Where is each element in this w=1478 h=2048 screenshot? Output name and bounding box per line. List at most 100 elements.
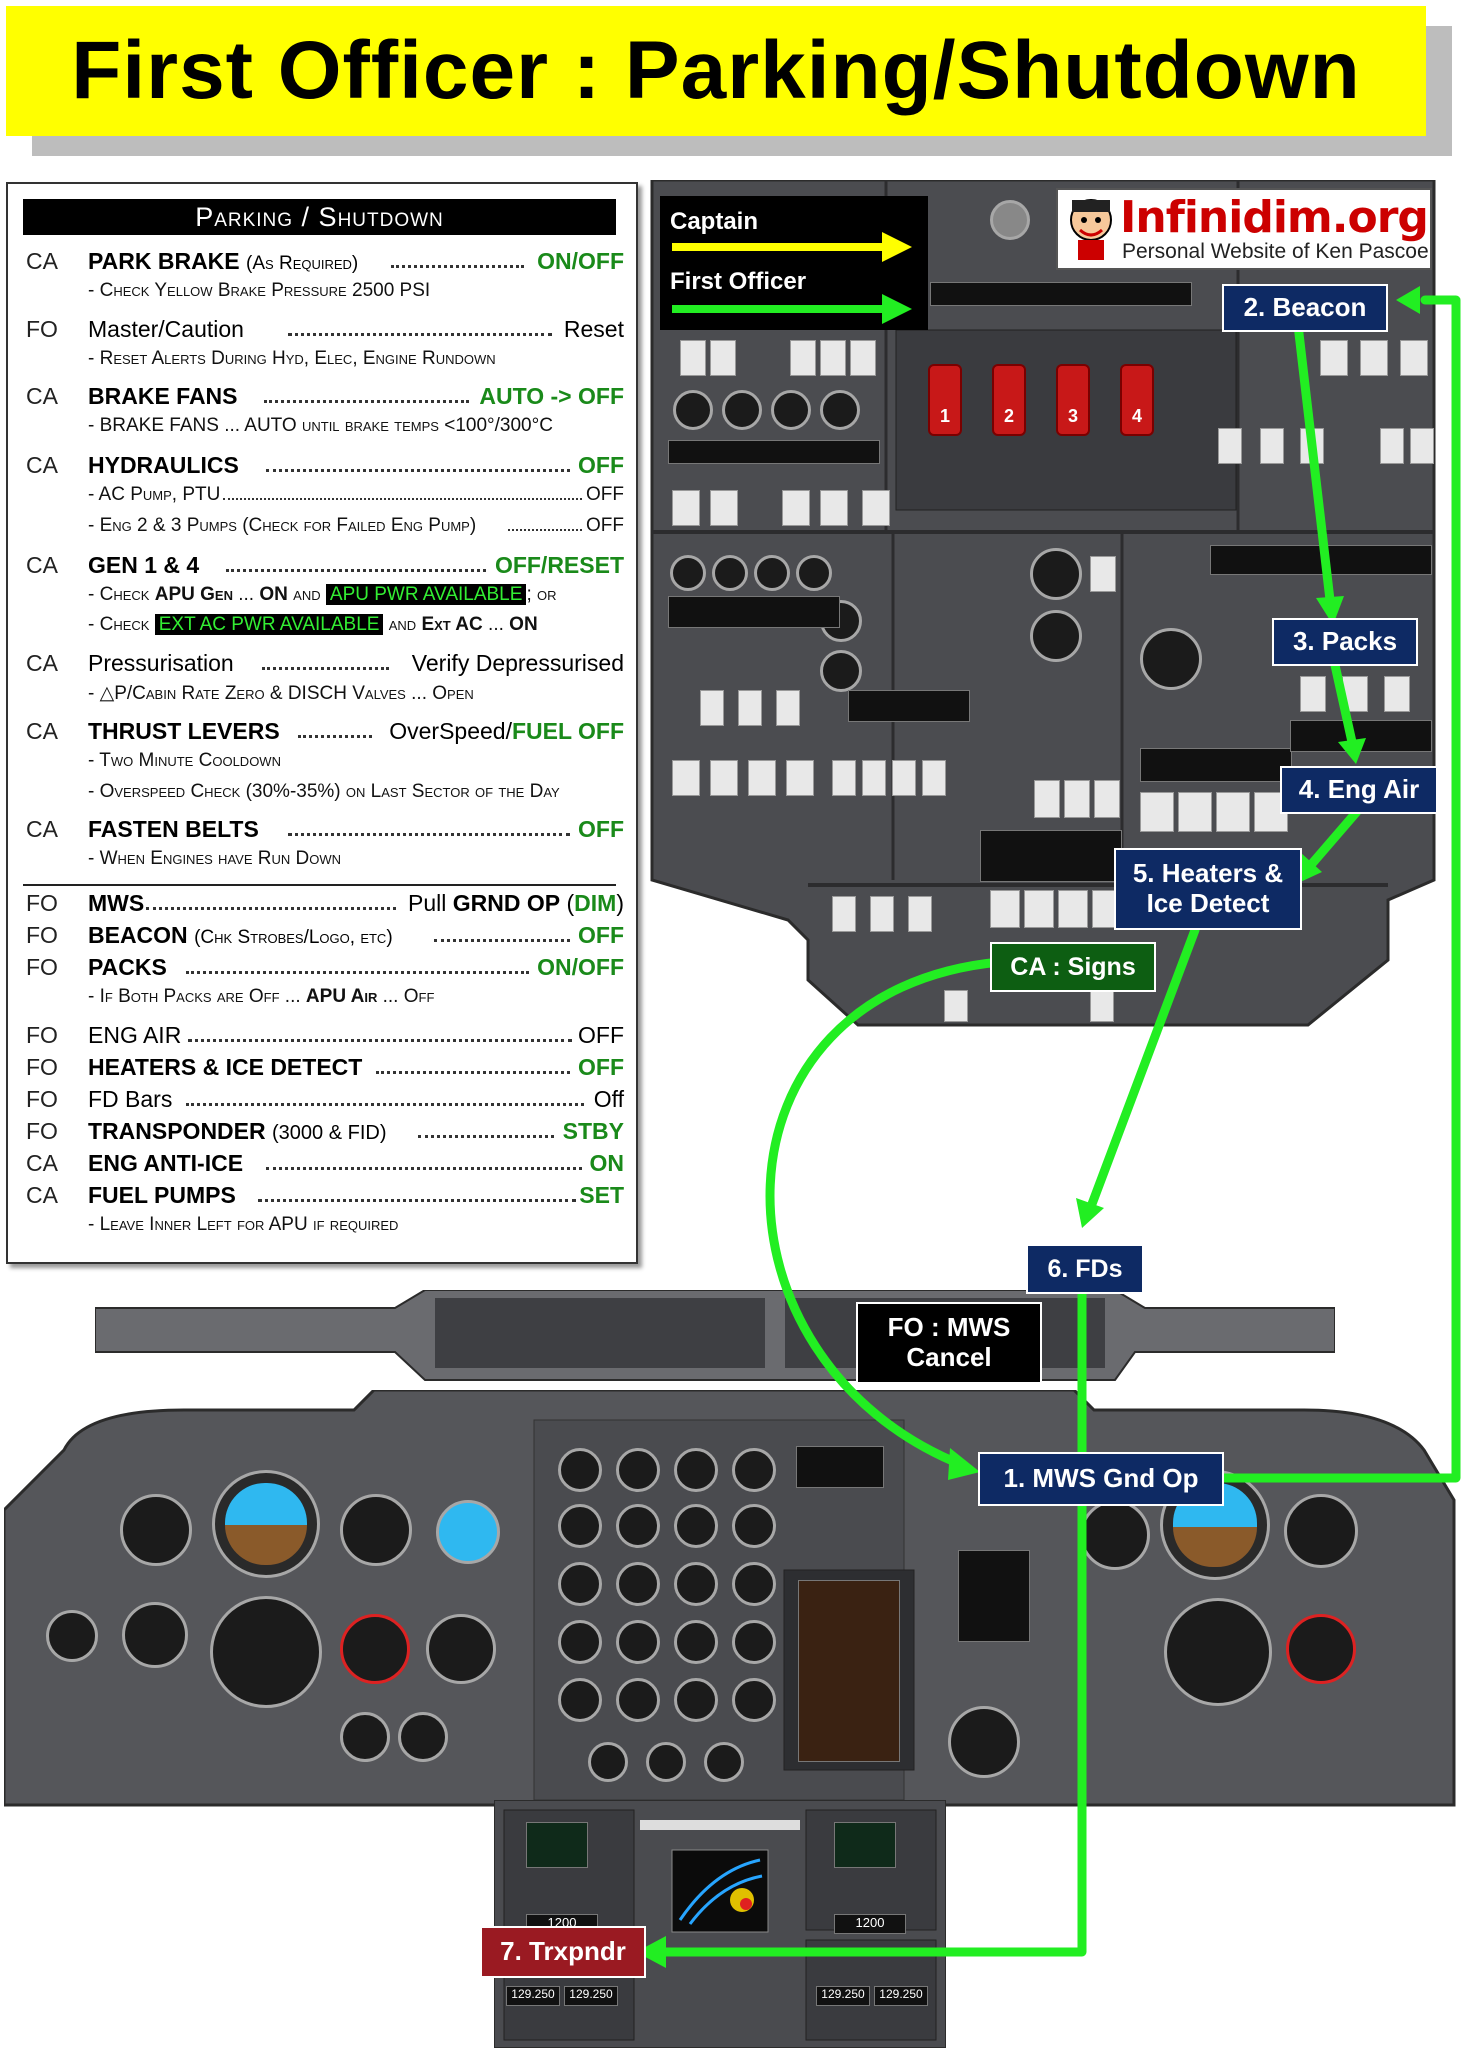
- hyd-pump-switch[interactable]: [710, 490, 738, 526]
- pack-valve-switch[interactable]: [1380, 428, 1404, 464]
- gen-switch[interactable]: [832, 760, 856, 796]
- gen-switch[interactable]: [922, 760, 946, 796]
- checklist-row: FO PACKS ON/OFF: [26, 954, 624, 984]
- hyd-annunciator: [668, 440, 880, 464]
- beacon-switch[interactable]: [1320, 340, 1348, 376]
- pack-valve-switch[interactable]: [1218, 428, 1242, 464]
- com-display: 129.250: [874, 1986, 928, 2006]
- item-label: ENG ANTI-ICE: [88, 1150, 244, 1176]
- item-value: STBY: [562, 1118, 624, 1144]
- heater-switch[interactable]: [1216, 792, 1250, 832]
- checklist-row: CA HYDRAULICS OFF: [26, 452, 624, 482]
- item-value: ON/OFF: [537, 248, 624, 274]
- item-label: PACKS: [88, 954, 167, 980]
- altimeter: [340, 1494, 412, 1566]
- callout-heaters: 5. Heaters &Ice Detect: [1114, 848, 1302, 930]
- item-value: Reset: [563, 316, 624, 342]
- logo-switch[interactable]: [1400, 340, 1428, 376]
- eng-start-switch[interactable]: [1064, 780, 1090, 818]
- callout-trxpndr: 7. Trxpndr: [480, 1926, 646, 1978]
- hyd-pressure-gauge: [704, 1742, 744, 1782]
- fire-handle-1[interactable]: 1: [928, 364, 962, 436]
- fuel-pump-switch[interactable]: [776, 690, 800, 726]
- eng-start-switch[interactable]: [1034, 780, 1060, 818]
- hyd-gauge: [673, 390, 713, 430]
- toggle-switch[interactable]: [680, 340, 706, 376]
- item-label: HEATERS & ICE DETECT: [88, 1054, 363, 1080]
- engine-gauge: [732, 1448, 776, 1492]
- fire-handle-3[interactable]: 3: [1056, 364, 1090, 436]
- captain-arrow-icon: [882, 232, 912, 262]
- item-value: OFF: [578, 922, 624, 948]
- pack-valve-switch[interactable]: [1260, 428, 1284, 464]
- gen-switch[interactable]: [892, 760, 916, 796]
- item-label: PARK BRAKE (As Required): [88, 248, 359, 274]
- hyd-gauge: [722, 390, 762, 430]
- role-label: FO: [26, 1118, 58, 1144]
- toggle-switch[interactable]: [790, 340, 816, 376]
- eng-start-switch[interactable]: [1094, 780, 1120, 818]
- eng-air-switch[interactable]: [1384, 676, 1410, 712]
- hyd-pump-switch[interactable]: [672, 490, 700, 526]
- engine-gauge: [558, 1562, 602, 1606]
- checklist-row: CA FUEL PUMPS SET: [26, 1182, 624, 1212]
- apu-rpm-gauge: [1030, 610, 1082, 662]
- engine-gauge: [674, 1678, 718, 1722]
- fo-altimeter: [1284, 1494, 1358, 1568]
- engine-gauge: [616, 1562, 660, 1606]
- airspeed-indicator: [120, 1494, 192, 1566]
- fuel-pump-switch[interactable]: [700, 690, 724, 726]
- callout-eng-air: 4. Eng Air: [1280, 766, 1438, 814]
- vsi: [340, 1614, 410, 1684]
- strobe-switch[interactable]: [1360, 340, 1388, 376]
- arrow-head-icon: [1316, 596, 1344, 625]
- heater-switch[interactable]: [1178, 792, 1212, 832]
- toggle-switch[interactable]: [850, 340, 876, 376]
- heater-switch[interactable]: [1140, 792, 1174, 832]
- hyd-pump-switch[interactable]: [862, 490, 890, 526]
- fuel-pump-switch[interactable]: [786, 760, 814, 796]
- fire-handle-4[interactable]: 4: [1120, 364, 1154, 436]
- fuel-pump-switch[interactable]: [710, 760, 738, 796]
- gen-switch[interactable]: [862, 760, 886, 796]
- hyd-pump-switch[interactable]: [820, 490, 848, 526]
- checklist-row: FO TRANSPONDER (3000 & FID) STBY: [26, 1118, 624, 1148]
- fire-handle-2[interactable]: 2: [992, 364, 1026, 436]
- arrow-head-icon: [1076, 1198, 1104, 1228]
- mach-indicator: [122, 1602, 188, 1668]
- engine-gauge: [558, 1678, 602, 1722]
- item-label: FUEL PUMPS: [88, 1182, 236, 1208]
- ice-protection-switch[interactable]: [1024, 890, 1054, 928]
- fuel-pump-switch[interactable]: [738, 690, 762, 726]
- fire-test-knob[interactable]: [990, 200, 1030, 240]
- gen-control-switch[interactable]: [832, 896, 856, 932]
- item-label: MWS: [88, 890, 145, 916]
- cabin-alt-gauge: [1140, 628, 1202, 690]
- item-value: OFF: [578, 1054, 624, 1080]
- eng-air-switch[interactable]: [1300, 676, 1326, 712]
- toggle-switch[interactable]: [710, 340, 736, 376]
- fuel-pump-switch[interactable]: [672, 760, 700, 796]
- sub-step: - △P/Cabin Rate Zero & DISCH Valves ... …: [88, 683, 474, 704]
- ice-protection-switch[interactable]: [1058, 890, 1088, 928]
- ice-protection-switch[interactable]: [990, 890, 1020, 928]
- item-label: BRAKE FANS: [88, 383, 238, 409]
- toggle-switch[interactable]: [820, 340, 846, 376]
- fuel-pump-switch[interactable]: [748, 760, 776, 796]
- sign-switch[interactable]: [1090, 990, 1114, 1022]
- gen-control-switch[interactable]: [870, 896, 894, 932]
- brake-pressure-gauge: [340, 1712, 390, 1762]
- arrow-legend: Captain First Officer: [660, 196, 928, 330]
- pack-valve-switch[interactable]: [1410, 428, 1434, 464]
- fmc-screen-left: [526, 1822, 588, 1868]
- sign-switch[interactable]: [944, 990, 968, 1022]
- role-label: FO: [26, 922, 58, 948]
- apu-start-switch[interactable]: [1090, 556, 1116, 592]
- hyd-pump-switch[interactable]: [782, 490, 810, 526]
- gen-control-switch[interactable]: [908, 896, 932, 932]
- role-label: CA: [26, 1182, 58, 1208]
- com-display: 129.250: [506, 1986, 560, 2006]
- item-label: BEACON (Chk Strobes/Logo, etc): [88, 922, 393, 948]
- hyd-pressure-gauge: [646, 1742, 686, 1782]
